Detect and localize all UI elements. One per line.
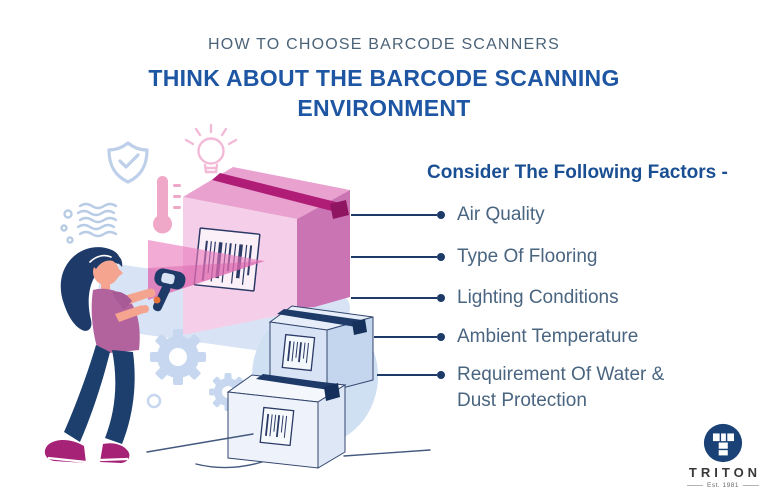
parcel-box-bottom [226, 374, 347, 469]
factor-label: Air Quality [457, 204, 545, 225]
barcode-scanner-icon [152, 268, 186, 312]
tape-strip [256, 374, 336, 390]
factor-item-air-quality: Air Quality [457, 202, 545, 228]
thermometer-icon [153, 176, 181, 234]
triton-logo-mark [703, 423, 743, 463]
head [93, 259, 119, 285]
ground-lines [146, 433, 431, 469]
circle-accent [146, 393, 162, 409]
barcode-label [259, 406, 295, 447]
triton-logo-text: TRITON [688, 465, 762, 480]
leg-back [64, 345, 110, 442]
arms [112, 288, 156, 322]
tape-strip [277, 309, 362, 327]
factor-label: Lighting Conditions [457, 287, 619, 308]
factor-item-temperature: Ambient Temperature [457, 324, 638, 350]
factor-item-lighting: Lighting Conditions [457, 285, 619, 311]
page-title: THINK ABOUT THE BARCODE SCANNING ENVIRON… [148, 65, 620, 121]
tape-tab [352, 319, 367, 335]
sleeve [112, 291, 132, 310]
woman-scanning [44, 247, 140, 464]
hair [60, 247, 120, 331]
lightbulb-icon [184, 123, 238, 174]
tagline-dash [687, 485, 704, 486]
factor-item-flooring: Type Of Flooring [457, 244, 597, 270]
tape-tab [330, 200, 349, 219]
factor-label: Requirement Of Water & Dust Protection [457, 364, 665, 411]
tape-tab [324, 383, 340, 401]
shield-check-icon [107, 141, 149, 184]
shoe-back [44, 440, 86, 463]
triton-logo-tagline: Est. 1981 [683, 482, 763, 489]
shoe-front [100, 443, 130, 463]
tagline-dash [742, 485, 759, 486]
barcode-label [281, 333, 316, 372]
airflow-lines-icon [60, 202, 118, 244]
parcel-box-middle [268, 305, 374, 393]
tape-strip [212, 173, 340, 211]
triton-logo: TRITON Est. 1981 [683, 422, 763, 489]
factors-heading: Consider The Following Factors - [427, 162, 728, 183]
factor-label: Type Of Flooring [457, 246, 598, 267]
factor-item-water-dust: Requirement Of Water & Dust Protection [457, 362, 675, 414]
leg-front [105, 350, 135, 444]
factor-label: Ambient Temperature [457, 326, 639, 347]
kicker-title: HOW TO CHOOSE BARCODE SCANNERS [208, 36, 560, 53]
connector-lines [351, 211, 445, 379]
